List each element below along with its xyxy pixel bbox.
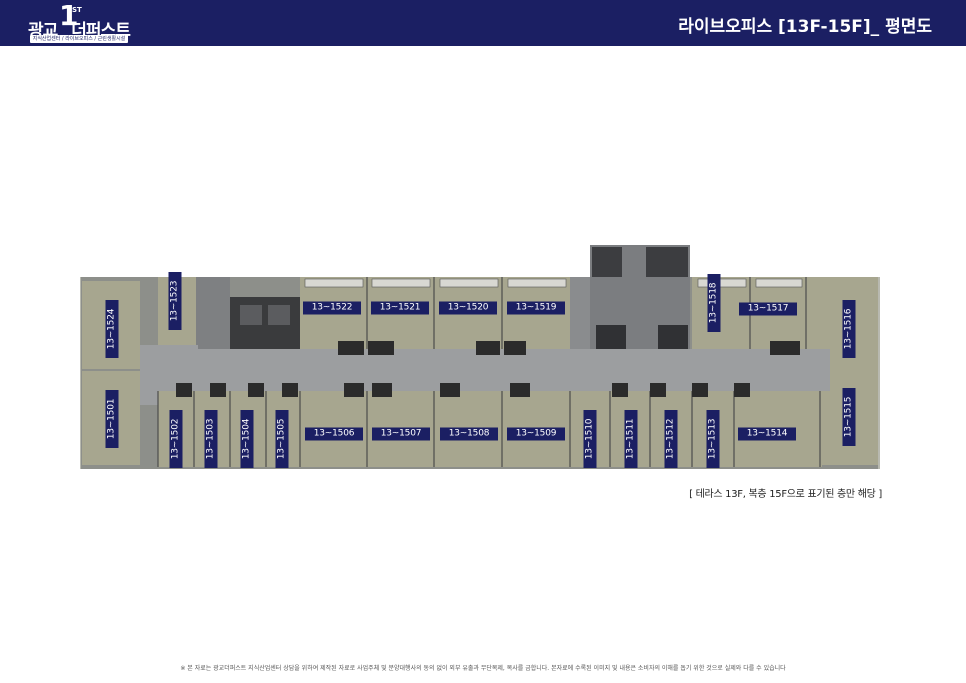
unit-label-1521[interactable]: 13~1521	[371, 301, 429, 315]
logo-number: 1	[59, 0, 79, 32]
logo-superscript: ST	[72, 6, 82, 14]
unit-label-1512[interactable]: 13~1512	[664, 410, 678, 468]
unit-label-1505[interactable]: 13~1505	[275, 410, 289, 468]
unit-label-1524[interactable]: 13~1524	[105, 300, 119, 358]
terrace-note: [ 테라스 13F, 복층 15F으로 표기된 층만 해당 ]	[689, 489, 882, 500]
unit-label-1513[interactable]: 13~1513	[706, 410, 720, 468]
unit-label-1514[interactable]: 13~1514	[738, 427, 796, 441]
unit-label-1523[interactable]: 13~1523	[168, 272, 182, 330]
unit-label-1522[interactable]: 13~1522	[303, 301, 361, 315]
unit-label-1520[interactable]: 13~1520	[439, 301, 497, 315]
unit-label-1503[interactable]: 13~1503	[204, 410, 218, 468]
stair-core	[570, 277, 590, 367]
unit-label-1502[interactable]: 13~1502	[169, 410, 183, 468]
elevator-shaft	[268, 305, 290, 325]
unit-label-1510[interactable]: 13~1510	[583, 410, 597, 468]
core-room	[592, 247, 622, 277]
page-title: 라이브오피스 [13F-15F]_ 평면도	[678, 17, 932, 37]
corridor	[140, 349, 830, 391]
unit-label-1508[interactable]: 13~1508	[440, 427, 498, 441]
unit-label-1511[interactable]: 13~1511	[624, 410, 638, 468]
unit-label-1504[interactable]: 13~1504	[240, 410, 254, 468]
unit-label-1518[interactable]: 13~1518	[707, 274, 721, 332]
disclaimer-footer: ※ 본 자료는 광교더퍼스트 지식산업센터 상담을 위하여 제작된 자료로 사업…	[180, 665, 786, 672]
unit-label-1507[interactable]: 13~1507	[372, 427, 430, 441]
unit-label-1501[interactable]: 13~1501	[105, 390, 119, 448]
unit-label-1506[interactable]: 13~1506	[305, 427, 363, 441]
unit-label-1517[interactable]: 13~1517	[739, 302, 797, 316]
unit-label-1515[interactable]: 13~1515	[842, 388, 856, 446]
core-room	[646, 247, 688, 277]
unit-label-1509[interactable]: 13~1509	[507, 427, 565, 441]
elevator-shaft	[240, 305, 262, 325]
logo-subtitle: 지식산업센터 / 라이브오피스 / 근린생활시설	[30, 35, 128, 43]
floor-plan: 13~1524 13~1501 13~1523 13~1502 13~1503 …	[80, 245, 880, 470]
unit-label-1516[interactable]: 13~1516	[842, 300, 856, 358]
unit-label-1519[interactable]: 13~1519	[507, 301, 565, 315]
